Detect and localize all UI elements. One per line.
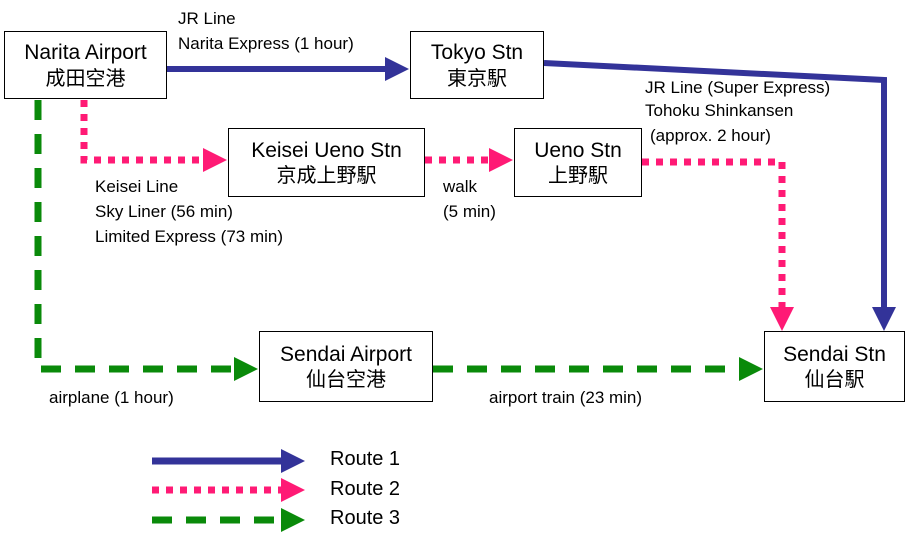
label-narita-express: Narita Express (1 hour) <box>178 34 354 53</box>
node-tokyo-stn-jp: 東京駅 <box>447 65 507 90</box>
label-airport-train: airport train (23 min) <box>489 388 643 407</box>
label-approx-2-hour: (approx. 2 hour) <box>650 126 771 145</box>
node-sendai-stn-en: Sendai Stn <box>783 342 886 366</box>
node-ueno-stn: Ueno Stn 上野駅 <box>514 128 642 197</box>
legend <box>152 449 305 532</box>
label-sky-liner: Sky Liner (56 min) <box>95 202 233 221</box>
node-tokyo-stn-en: Tokyo Stn <box>430 41 524 65</box>
legend-route-1-label: Route 1 <box>330 448 401 470</box>
node-sendai-airport-en: Sendai Airport <box>280 342 412 366</box>
node-sendai-airport-jp: 仙台空港 <box>306 367 386 392</box>
label-walk: walk <box>443 177 478 196</box>
node-sendai-airport: Sendai Airport 仙台空港 <box>259 331 433 402</box>
node-sendai-stn: Sendai Stn 仙台駅 <box>764 331 905 402</box>
node-tokyo-stn: Tokyo Stn 東京駅 <box>410 31 544 99</box>
label-tohoku-shinkansen: Tohoku Shinkansen <box>645 101 794 120</box>
label-limited-express: Limited Express (73 min) <box>95 227 284 246</box>
node-sendai-stn-jp: 仙台駅 <box>804 367 865 392</box>
node-keisei-ueno-stn-jp: 京成上野駅 <box>276 163 377 188</box>
node-narita-airport: Narita Airport 成田空港 <box>4 31 167 99</box>
node-narita-airport-jp: 成田空港 <box>45 65 126 90</box>
route-2-path <box>80 100 794 331</box>
route-1-path <box>167 57 896 331</box>
node-ueno-stn-en: Ueno Stn <box>534 138 622 162</box>
route-2-narita-to-keisei <box>80 100 227 172</box>
route-2-ueno-to-sendai <box>642 158 794 331</box>
node-keisei-ueno-stn: Keisei Ueno Stn 京成上野駅 <box>228 128 425 197</box>
label-keisei-line: Keisei Line <box>95 177 179 196</box>
label-walk-time: (5 min) <box>443 202 496 221</box>
label-jr-line-super-express: JR Line (Super Express) <box>645 78 831 97</box>
node-keisei-ueno-stn-en: Keisei Ueno Stn <box>251 138 402 162</box>
node-ueno-stn-jp: 上野駅 <box>548 163 608 188</box>
route-1-tokyo-to-sendai <box>543 60 896 331</box>
label-airplane: airplane (1 hour) <box>49 388 174 407</box>
legend-route-3-label: Route 3 <box>330 507 401 529</box>
legend-route-2-label: Route 2 <box>330 478 401 500</box>
node-narita-airport-en: Narita Airport <box>24 41 147 65</box>
label-jr-line: JR Line <box>178 9 236 28</box>
route-3-path <box>34 100 763 381</box>
